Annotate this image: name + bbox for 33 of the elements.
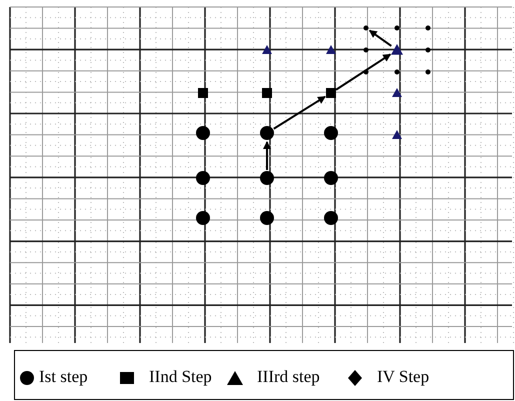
circle-marker [324, 171, 338, 185]
arrow [263, 141, 271, 170]
legend-label: Ist step [39, 367, 88, 387]
circle-marker [196, 171, 210, 185]
dot-marker [426, 48, 430, 52]
circle-marker [260, 211, 274, 225]
legend-label: IIIrd step [257, 367, 320, 387]
square-marker [198, 88, 208, 98]
triangle-marker [392, 130, 402, 139]
triangle-marker [262, 45, 272, 54]
triangle-marker [391, 44, 403, 55]
triangle-marker [392, 88, 402, 97]
arrow [335, 54, 392, 91]
dot-marker [364, 48, 368, 52]
square-marker [262, 88, 272, 98]
circle-marker [196, 126, 210, 140]
dot-marker [364, 26, 368, 30]
square-marker [326, 88, 336, 98]
dot-marker [426, 70, 430, 74]
arrow [273, 96, 326, 130]
triangle-marker [326, 45, 336, 54]
circle-marker [324, 126, 338, 140]
dot-marker [394, 26, 400, 30]
arrow [368, 30, 392, 47]
circle-marker [324, 211, 338, 225]
legend-label: IInd Step [149, 367, 212, 387]
circle-marker [260, 126, 274, 140]
dot-marker [426, 26, 430, 30]
dot-marker [364, 70, 368, 74]
circle-marker [196, 211, 210, 225]
legend-label: IV Step [377, 367, 430, 387]
circle-marker [260, 171, 274, 185]
dot-marker [394, 70, 400, 74]
